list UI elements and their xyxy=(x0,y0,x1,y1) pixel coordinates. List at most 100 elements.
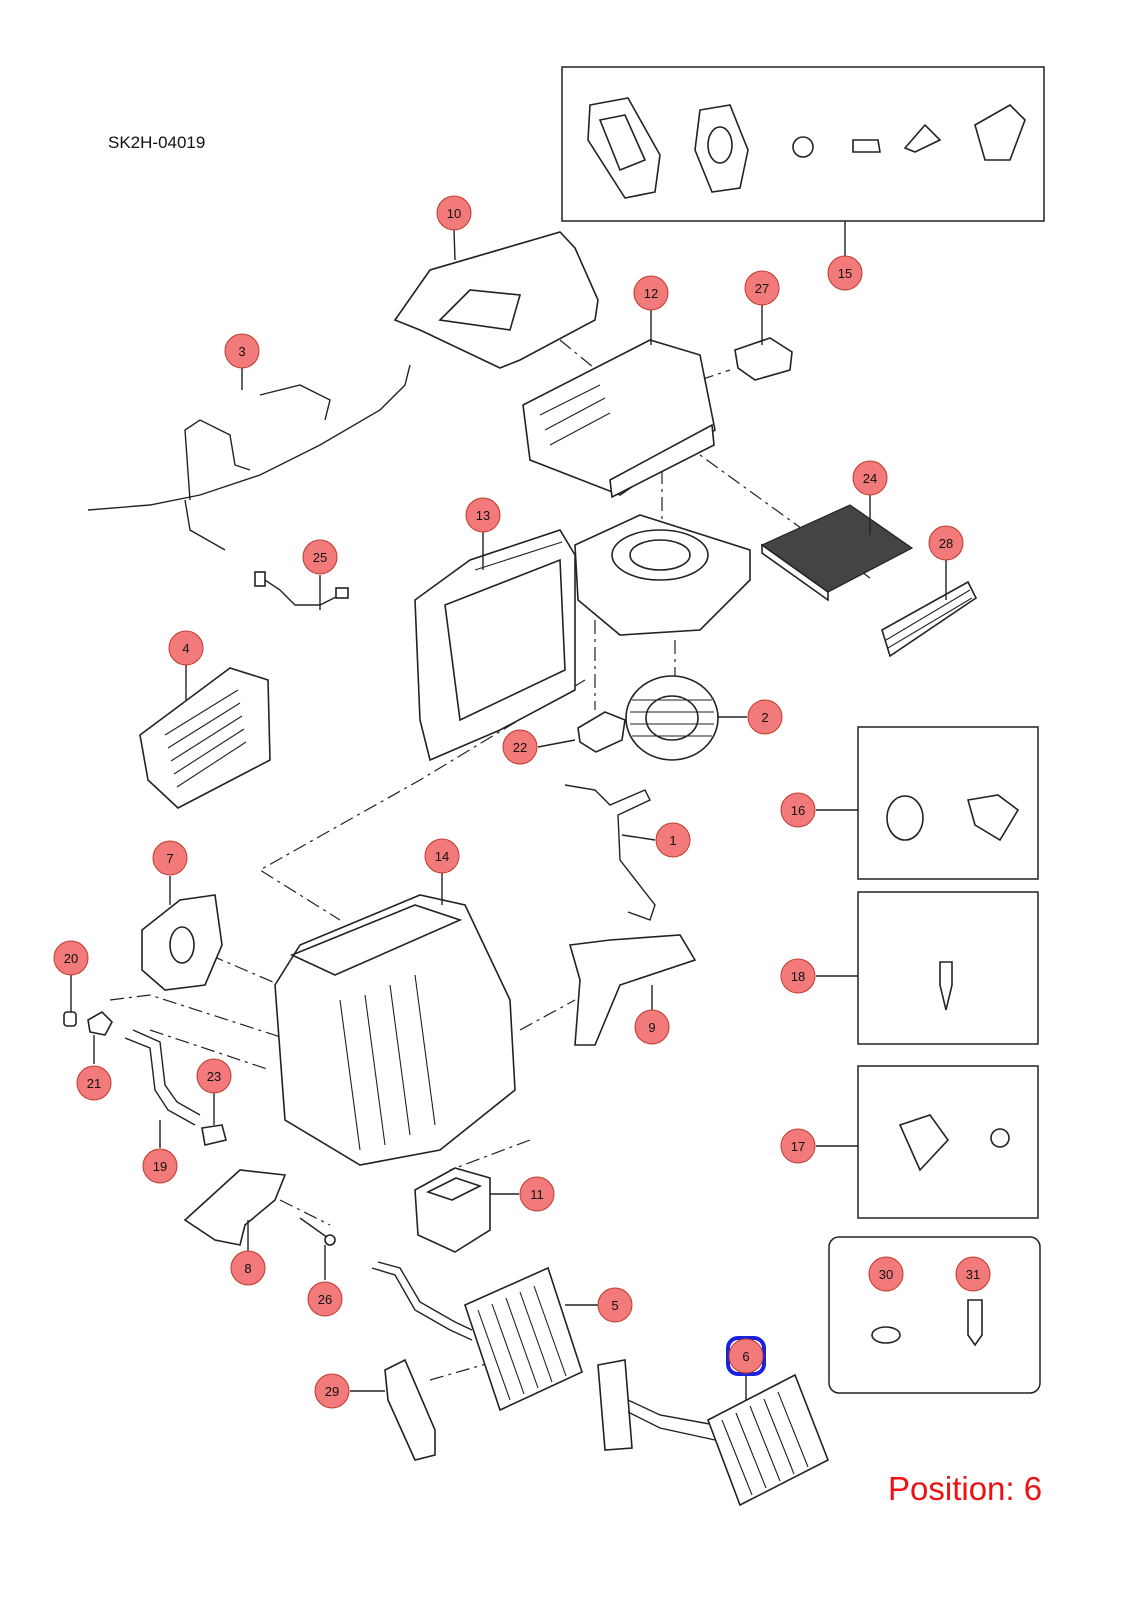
callout-bubble[interactable] xyxy=(852,460,888,496)
callout-29[interactable]: 29 xyxy=(314,1373,350,1409)
callout-31[interactable]: 31 xyxy=(955,1256,991,1292)
callout-number: 10 xyxy=(447,206,461,221)
callout-bubble[interactable] xyxy=(302,539,338,575)
callout-number: 12 xyxy=(644,286,658,301)
callout-12[interactable]: 12 xyxy=(633,275,669,311)
callout-bubble[interactable] xyxy=(728,1338,764,1374)
callout-number: 24 xyxy=(863,471,877,486)
callout-number: 19 xyxy=(153,1159,167,1174)
callout-bubble[interactable] xyxy=(633,275,669,311)
callout-number: 31 xyxy=(966,1267,980,1282)
part-16-illustrations xyxy=(886,794,1020,842)
part-24-cabin-filter xyxy=(760,504,914,602)
callout-6[interactable]: 6 xyxy=(726,1336,766,1376)
callout-bubble[interactable] xyxy=(53,940,89,976)
callout-24[interactable]: 24 xyxy=(852,460,888,496)
callout-bubble[interactable] xyxy=(314,1373,350,1409)
callout-bubble[interactable] xyxy=(780,1128,816,1164)
callout-10[interactable]: 10 xyxy=(436,195,472,231)
position-indicator: Position: 6 xyxy=(888,1470,1043,1507)
callout-number: 20 xyxy=(64,951,78,966)
callout-number: 26 xyxy=(318,1292,332,1307)
part-6-evaporator-core xyxy=(597,1359,830,1507)
callout-bubble[interactable] xyxy=(597,1287,633,1323)
callout-26[interactable]: 26 xyxy=(307,1281,343,1317)
callout-2[interactable]: 2 xyxy=(747,699,783,735)
callout-bubble[interactable] xyxy=(868,1256,904,1292)
callout-number: 17 xyxy=(791,1139,805,1154)
callout-18[interactable]: 18 xyxy=(780,958,816,994)
callout-number: 7 xyxy=(166,851,173,866)
part-2-blower-wheel xyxy=(625,675,719,761)
part-7-gasket xyxy=(141,894,223,991)
callout-22[interactable]: 22 xyxy=(502,729,538,765)
callout-13[interactable]: 13 xyxy=(465,497,501,533)
callout-23[interactable]: 23 xyxy=(196,1058,232,1094)
callout-markers: 1234567891011121314151617181920212223242… xyxy=(53,195,991,1409)
callout-bubble[interactable] xyxy=(76,1065,112,1101)
callout-bubble[interactable] xyxy=(230,1250,266,1286)
part-13-case-half xyxy=(414,529,576,762)
callout-bubble[interactable] xyxy=(747,699,783,735)
part-29-bracket xyxy=(384,1358,436,1461)
part-20-21-fittings xyxy=(63,1011,113,1036)
part-15-illustrations xyxy=(587,97,1026,199)
callout-bubble[interactable] xyxy=(424,838,460,874)
callout-bubble[interactable] xyxy=(502,729,538,765)
callout-bubble[interactable] xyxy=(655,822,691,858)
callout-number: 28 xyxy=(939,536,953,551)
callout-17[interactable]: 17 xyxy=(780,1128,816,1164)
part-9-side-duct xyxy=(568,934,697,1046)
callout-bubble[interactable] xyxy=(307,1281,343,1317)
part-17-illustrations xyxy=(898,1114,1010,1172)
callout-19[interactable]: 19 xyxy=(142,1148,178,1184)
callout-number: 3 xyxy=(238,344,245,359)
callout-bubble[interactable] xyxy=(780,958,816,994)
callout-4[interactable]: 4 xyxy=(168,630,204,666)
callout-number: 2 xyxy=(761,710,768,725)
callout-9[interactable]: 9 xyxy=(634,1009,670,1045)
callout-bubble[interactable] xyxy=(196,1058,232,1094)
callout-number: 21 xyxy=(87,1076,101,1091)
callout-5[interactable]: 5 xyxy=(597,1287,633,1323)
callout-bubble[interactable] xyxy=(224,333,260,369)
callout-bubble[interactable] xyxy=(465,497,501,533)
callout-3[interactable]: 3 xyxy=(224,333,260,369)
part-3-wire-harness xyxy=(87,364,411,551)
callout-bubble[interactable] xyxy=(436,195,472,231)
callout-number: 11 xyxy=(530,1187,544,1202)
callout-16[interactable]: 16 xyxy=(780,792,816,828)
inset-box-16 xyxy=(857,726,1039,880)
callout-bubble[interactable] xyxy=(827,255,863,291)
callout-number: 9 xyxy=(648,1020,655,1035)
callout-bubble[interactable] xyxy=(634,1009,670,1045)
callout-30[interactable]: 30 xyxy=(868,1256,904,1292)
callout-1[interactable]: 1 xyxy=(655,822,691,858)
callout-bubble[interactable] xyxy=(928,525,964,561)
callout-11[interactable]: 11 xyxy=(519,1176,555,1212)
callout-bubble[interactable] xyxy=(744,270,780,306)
callout-number: 15 xyxy=(838,266,852,281)
callout-bubble[interactable] xyxy=(168,630,204,666)
callout-bubble[interactable] xyxy=(152,840,188,876)
callout-number: 30 xyxy=(879,1267,893,1282)
callout-number: 22 xyxy=(513,740,527,755)
callout-bubble[interactable] xyxy=(519,1176,555,1212)
callout-7[interactable]: 7 xyxy=(152,840,188,876)
callout-bubble[interactable] xyxy=(780,792,816,828)
callout-number: 5 xyxy=(611,1298,618,1313)
callout-20[interactable]: 20 xyxy=(53,940,89,976)
callout-15[interactable]: 15 xyxy=(827,255,863,291)
callout-number: 25 xyxy=(313,550,327,565)
callout-27[interactable]: 27 xyxy=(744,270,780,306)
callout-28[interactable]: 28 xyxy=(928,525,964,561)
callout-14[interactable]: 14 xyxy=(424,838,460,874)
callout-21[interactable]: 21 xyxy=(76,1065,112,1101)
part-19-hose xyxy=(124,1029,201,1126)
callout-bubble[interactable] xyxy=(142,1148,178,1184)
callout-8[interactable]: 8 xyxy=(230,1250,266,1286)
part-23-connector xyxy=(201,1124,227,1146)
callout-bubble[interactable] xyxy=(955,1256,991,1292)
callout-25[interactable]: 25 xyxy=(302,539,338,575)
